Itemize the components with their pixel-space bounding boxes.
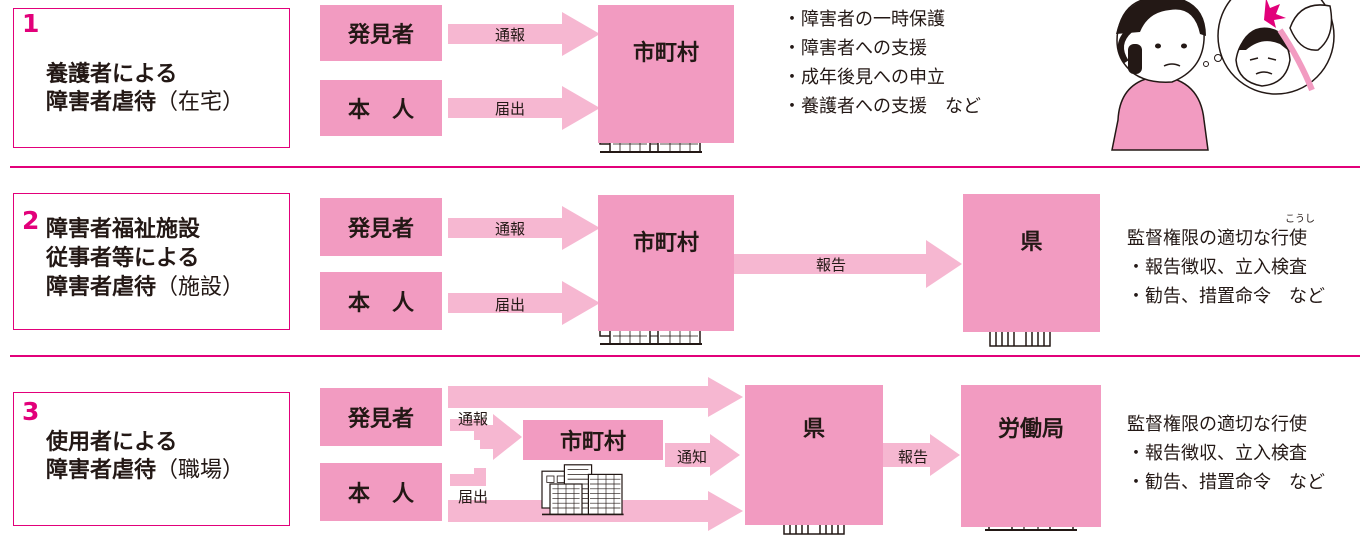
action-heading: 監督権限の適切な行使 bbox=[1127, 228, 1307, 249]
arrow-label-notify: 届出 bbox=[495, 100, 526, 118]
phone-caller-illustration bbox=[1111, 0, 1335, 151]
arrow-label-report: 通報 bbox=[495, 26, 526, 44]
discoverer-box: 発見者 bbox=[320, 5, 442, 61]
action-item: ・障害者への支援 bbox=[783, 38, 927, 59]
case-number: 3 bbox=[22, 397, 40, 426]
action-item: ・勧告、措置命令 など bbox=[1127, 286, 1325, 307]
section-divider bbox=[10, 166, 1360, 168]
discoverer-box: 発見者 bbox=[320, 198, 442, 256]
case1-title-box: 1 養護者による 障害者虐待（在宅） bbox=[13, 8, 290, 148]
action-item: ・報告徴収、立入検査 bbox=[1127, 443, 1307, 464]
municipality-box: 市町村 bbox=[598, 195, 734, 331]
municipality-box: 市町村 bbox=[523, 420, 663, 460]
case-title-line1: 使用者による bbox=[46, 430, 178, 455]
prefecture-box: 県 bbox=[963, 194, 1100, 332]
self-box: 本 人 bbox=[320, 463, 442, 521]
action-heading: 監督権限の適切な行使 bbox=[1127, 414, 1307, 435]
arrow-label-tsuchi: 通知 bbox=[677, 448, 708, 466]
arrow-label-notify: 届出 bbox=[495, 296, 526, 314]
case-number: 2 bbox=[22, 206, 40, 235]
action-item: ・障害者の一時保護 bbox=[783, 9, 945, 30]
self-box: 本 人 bbox=[320, 80, 442, 136]
prefecture-box: 県 bbox=[745, 385, 883, 525]
case1-actions: ・障害者の一時保護 ・障害者への支援 ・成年後見への申立 ・養護者への支援 など bbox=[783, 5, 981, 121]
self-box: 本 人 bbox=[320, 272, 442, 330]
municipal-building-icon bbox=[541, 463, 625, 516]
case-title-line1: 養護者による bbox=[46, 62, 178, 87]
case-title-line1: 障害者福祉施設 bbox=[46, 217, 201, 242]
case2-title-box: 2 障害者福祉施設 従事者等による 障害者虐待（施設） bbox=[13, 193, 290, 330]
case2-actions: 監督権限の適切な行使 ・報告徴収、立入検査 ・勧告、措置命令 など bbox=[1127, 224, 1325, 311]
municipality-box: 市町村 bbox=[598, 5, 734, 143]
action-item: ・勧告、措置命令 など bbox=[1127, 472, 1325, 493]
labor-bureau-box: 労働局 bbox=[961, 385, 1101, 527]
case-title-line2: 従事者等による bbox=[46, 246, 200, 271]
case-title-line3: 障害者虐待（施設） bbox=[46, 275, 245, 300]
arrow-label-report: 通報 bbox=[495, 220, 526, 238]
ruby-koushi: こうし bbox=[1285, 214, 1315, 225]
action-item: ・成年後見への申立 bbox=[783, 67, 945, 88]
arrow-label-houkoku: 報告 bbox=[898, 448, 929, 466]
arrow-label-report: 通報 bbox=[458, 410, 489, 428]
action-item: ・報告徴収、立入検査 bbox=[1127, 257, 1307, 278]
section-divider bbox=[10, 355, 1360, 357]
case3-title-box: 3 使用者による 障害者虐待（職場） bbox=[13, 392, 290, 526]
case-number: 1 bbox=[22, 9, 40, 38]
arrow-label-houkoku: 報告 bbox=[816, 256, 847, 274]
discoverer-box: 発見者 bbox=[320, 388, 442, 446]
case-title-line2: 障害者虐待（職場） bbox=[46, 458, 245, 483]
case-title-line2: 障害者虐待（在宅） bbox=[46, 90, 245, 115]
arrow-label-notify: 届出 bbox=[458, 488, 489, 506]
action-item: ・養護者への支援 など bbox=[783, 96, 981, 117]
case3-actions: 監督権限の適切な行使 ・報告徴収、立入検査 ・勧告、措置命令 など bbox=[1127, 410, 1325, 497]
